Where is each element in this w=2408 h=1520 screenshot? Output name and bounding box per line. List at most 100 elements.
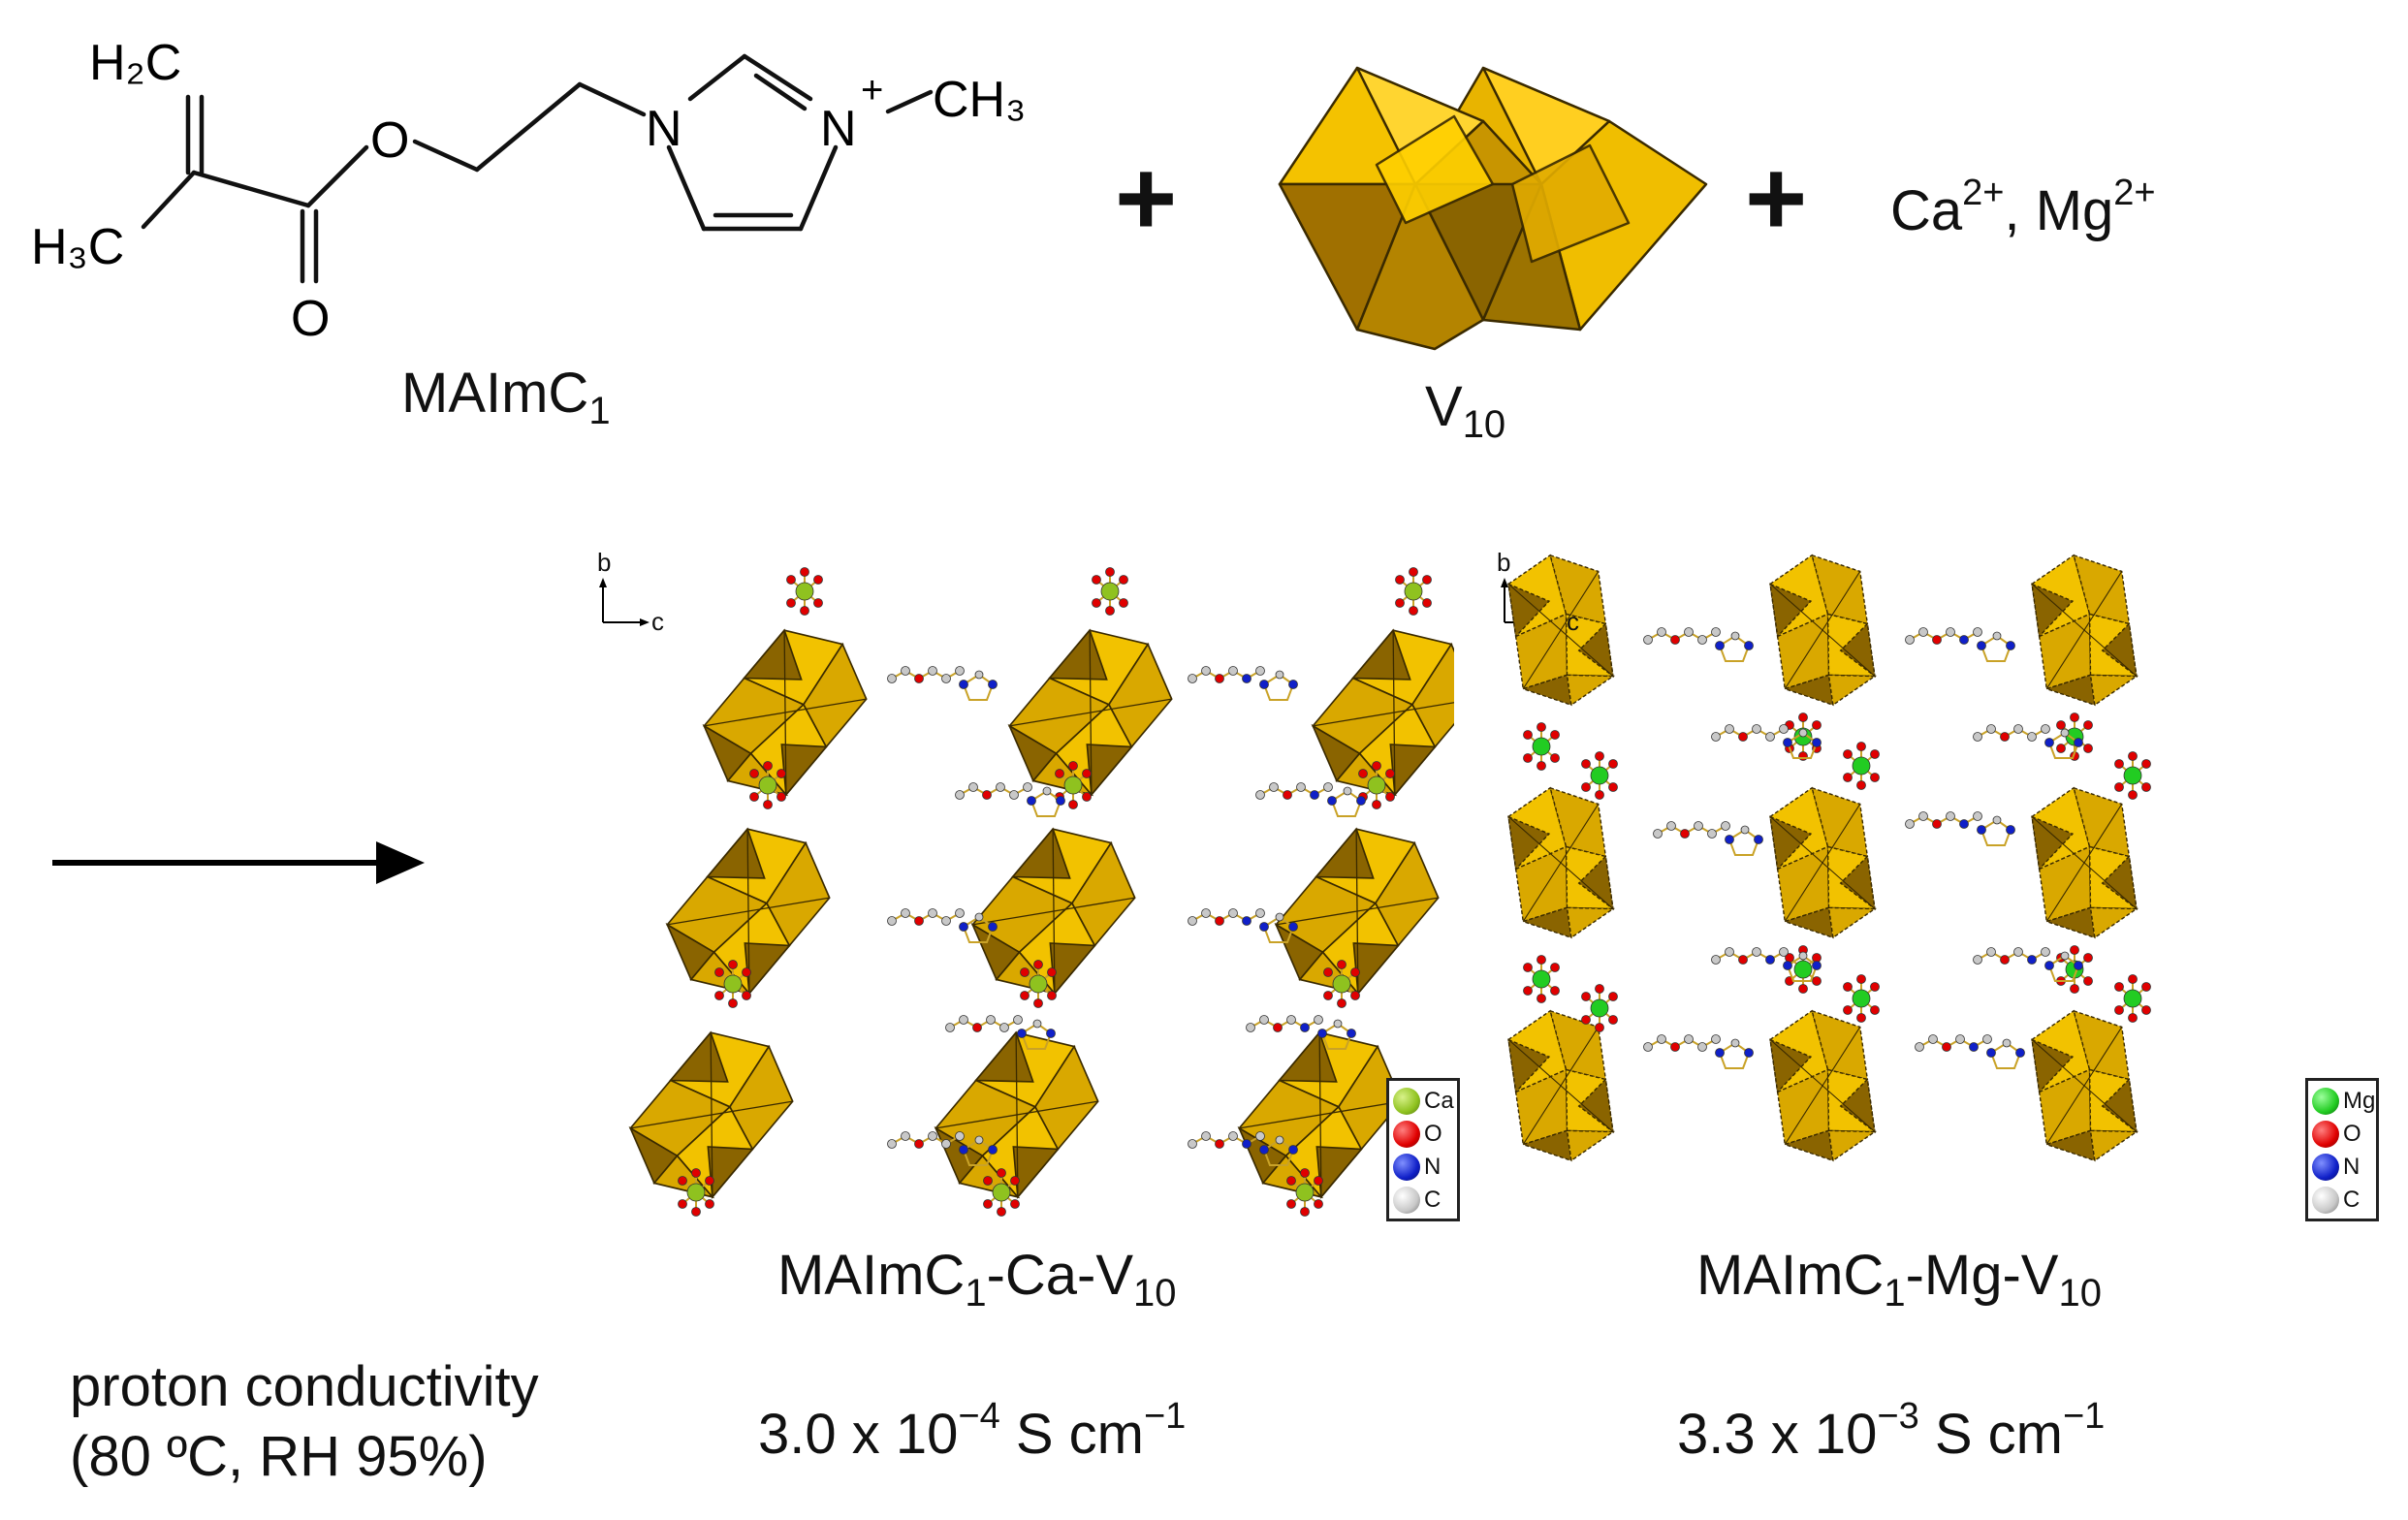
coordinated-oxygen xyxy=(763,800,773,809)
ring-nitrogen xyxy=(1725,835,1734,844)
coordinated-oxygen xyxy=(1068,761,1078,771)
coordinated-oxygen xyxy=(1422,575,1432,585)
polyhedron-face xyxy=(1315,1146,1363,1199)
ring-carbon xyxy=(1333,1019,1343,1029)
legend-item: Ca xyxy=(1393,1085,1457,1118)
coordinated-oxygen xyxy=(1082,769,1092,778)
polyhedron-edge xyxy=(1239,1100,1402,1129)
metal-atom xyxy=(758,776,777,795)
atom-ester-oxygen: O xyxy=(370,112,409,169)
ring-nitrogen xyxy=(1783,961,1792,970)
atom-legend-ca: Ca O N C xyxy=(1386,1078,1460,1221)
coordinated-oxygen xyxy=(1286,1176,1296,1186)
metal-atom xyxy=(1295,1183,1315,1202)
organic-atom xyxy=(1242,674,1252,683)
ring-carbon xyxy=(2060,728,2070,738)
metal-atom xyxy=(992,1183,1011,1202)
metal-atom xyxy=(723,974,743,994)
organic-atom xyxy=(1255,790,1265,800)
ring-nitrogen xyxy=(1288,680,1298,689)
ring-nitrogen xyxy=(1317,1029,1327,1038)
polyhedron-edge xyxy=(1313,698,1454,727)
organic-atom xyxy=(1201,908,1211,918)
ring-carbon xyxy=(1042,786,1052,796)
organic-atom xyxy=(1721,821,1730,831)
coordinated-oxygen xyxy=(2114,982,2124,992)
coordinated-oxygen xyxy=(1550,986,1560,996)
ring-nitrogen xyxy=(1783,738,1792,747)
coordinated-oxygen xyxy=(800,606,809,616)
polyhedron-face xyxy=(1827,906,1878,939)
legend-dot-c xyxy=(2312,1187,2339,1214)
legend-dot-ca xyxy=(1393,1088,1420,1115)
polyhedron-face xyxy=(1577,1077,1614,1134)
ring-carbon xyxy=(1730,631,1740,641)
compound-name-ca: MAImC1-Ca-V10 xyxy=(777,1244,1177,1314)
coordinated-oxygen xyxy=(749,769,759,778)
atom-h2c: H₂C xyxy=(89,35,181,91)
decavanadate-polyhedron xyxy=(1278,66,1708,351)
coordinated-oxygen xyxy=(1856,974,1866,984)
ring-nitrogen xyxy=(1288,1145,1298,1155)
organic-atom xyxy=(1915,1042,1924,1052)
ring-nitrogen xyxy=(2006,641,2015,650)
coordinated-oxygen xyxy=(786,575,796,585)
metal-atom xyxy=(1063,776,1083,795)
ring-nitrogen xyxy=(1356,796,1366,806)
organic-atom xyxy=(1259,1015,1269,1025)
coordinated-oxygen xyxy=(1047,967,1057,977)
ring-nitrogen xyxy=(2044,738,2054,747)
organic-atom xyxy=(1228,1131,1238,1141)
coordinated-oxygen xyxy=(1870,1005,1880,1015)
coordinated-oxygen xyxy=(2083,720,2093,730)
organic-atom xyxy=(1255,1131,1265,1141)
ring-carbon xyxy=(2002,1038,2012,1048)
reaction-arrow xyxy=(52,841,425,884)
polyhedron-face xyxy=(2101,621,2138,679)
coordinated-oxygen xyxy=(997,1168,1006,1178)
polyhedron-face xyxy=(1350,628,1411,681)
organic-atom xyxy=(1918,627,1928,637)
metal-atom xyxy=(1367,776,1386,795)
coordinated-oxygen xyxy=(1395,598,1405,608)
ring-nitrogen xyxy=(1259,922,1269,932)
organic-atom xyxy=(1946,811,1955,821)
ring-carbon xyxy=(974,1135,984,1145)
organic-atom xyxy=(1725,947,1734,957)
monomer-structure: H₂C H₃C O O N N + CH₃ xyxy=(31,35,1026,347)
coordinated-oxygen xyxy=(1595,751,1604,761)
organic-atom xyxy=(1932,635,1942,645)
organic-atom xyxy=(2041,947,2050,957)
polyhedron-face xyxy=(1769,583,1813,639)
coordinated-oxygen xyxy=(2070,945,2079,955)
conductivity-value-ca: 3.0 x 10−4 S cm−1 xyxy=(758,1396,1187,1466)
ring-carbon xyxy=(1740,825,1750,835)
decavanadate-cluster xyxy=(934,1030,1099,1199)
ring-nitrogen xyxy=(1715,1048,1725,1058)
organic-atom xyxy=(1273,1023,1283,1032)
coordinated-oxygen xyxy=(2056,744,2066,753)
coordinated-oxygen xyxy=(728,998,738,1008)
axis-b-ca: b xyxy=(597,548,612,577)
ring-nitrogen xyxy=(1715,641,1725,650)
plus-sign-2: + xyxy=(1745,139,1808,258)
organic-atom xyxy=(1269,782,1279,792)
organic-atom xyxy=(982,790,992,800)
organic-atom xyxy=(1188,674,1197,683)
decavanadate-cluster xyxy=(2031,1009,2139,1162)
coordinated-oxygen xyxy=(678,1176,687,1186)
metal-atom xyxy=(1404,582,1423,601)
legend-item: O xyxy=(1393,1118,1457,1151)
organic-atom xyxy=(1928,1034,1938,1044)
coordinated-oxygen xyxy=(1537,722,1546,732)
decavanadate-cluster xyxy=(1507,786,1616,939)
atom-legend-mg: Mg O N C xyxy=(2305,1078,2379,1221)
conductivity-value-mg: 3.3 x 10−3 S cm−1 xyxy=(1677,1396,2106,1466)
coordinated-oxygen xyxy=(1870,773,1880,782)
organic-atom xyxy=(968,782,978,792)
coordinated-oxygen xyxy=(1350,991,1360,1000)
monomer-label: MAImC1 xyxy=(401,362,611,432)
organic-atom xyxy=(1752,724,1761,734)
decavanadate-cluster xyxy=(628,1030,794,1199)
polyhedron-face xyxy=(1577,854,1614,911)
